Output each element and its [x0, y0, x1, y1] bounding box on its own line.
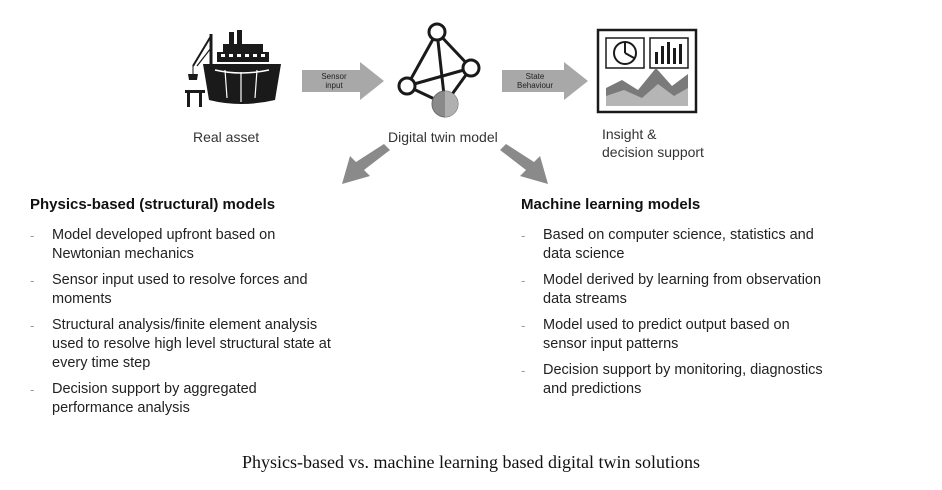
bullet-dash: -: [30, 318, 35, 333]
list-item-line: performance analysis: [52, 400, 190, 416]
digital-twin-label: Digital twin model: [388, 129, 498, 145]
list-item-line: data science: [543, 246, 625, 262]
state-behaviour-label: State Behaviour: [506, 72, 564, 90]
state-behaviour-arrow: [502, 62, 588, 100]
insight-label-line2: decision support: [602, 144, 704, 160]
ml-bullet-list: - Based on computer science, statistics …: [521, 226, 931, 406]
ml-section-title: Machine learning models: [521, 196, 701, 213]
arrow-down-left-icon: [342, 144, 390, 184]
arrow-down-right-icon: [500, 144, 548, 184]
insight-label-line1: Insight &: [602, 126, 657, 142]
sensor-input-label-line1: Sensor: [321, 72, 347, 81]
list-item-line: sensor input patterns: [543, 336, 679, 352]
list-item-line: Structural analysis/finite element analy…: [52, 317, 318, 333]
list-item-line: Model developed upfront based on: [52, 227, 276, 243]
list-item-line: Decision support by monitoring, diagnost…: [543, 362, 823, 378]
list-item-line: used to resolve high level structural st…: [52, 336, 331, 352]
figure-caption: Physics-based vs. machine learning based…: [242, 452, 700, 472]
sensor-input-arrow: [302, 62, 384, 100]
insight-label: Insight & decision support: [602, 125, 704, 161]
dashboard-icon: [596, 28, 698, 114]
bullet-dash: -: [521, 273, 526, 288]
bullet-dash: -: [30, 273, 35, 288]
ship-icon: [185, 30, 281, 107]
real-asset-label: Real asset: [193, 129, 260, 145]
list-item: - Structural analysis/finite element ana…: [30, 316, 450, 373]
sensor-input-label: Sensor input: [312, 72, 356, 90]
list-item: - Decision support by aggregated perform…: [30, 380, 450, 418]
list-item-line: Model used to predict output based on: [543, 317, 790, 333]
list-item: - Based on computer science, statistics …: [521, 226, 931, 264]
list-item: - Model developed upfront based on Newto…: [30, 226, 450, 264]
bullet-dash: -: [521, 228, 526, 243]
bullet-dash: -: [30, 382, 35, 397]
list-item-line: Sensor input used to resolve forces and: [52, 272, 308, 288]
list-item-line: and predictions: [543, 381, 642, 397]
list-item-line: Model derived by learning from observati…: [543, 272, 822, 288]
sensor-input-label-line2: input: [325, 81, 343, 90]
list-item-line: Based on computer science, statistics an…: [543, 227, 814, 243]
physics-section-title: Physics-based (structural) models: [30, 196, 276, 213]
bullet-dash: -: [521, 363, 526, 378]
list-item-line: Decision support by aggregated: [52, 381, 257, 397]
list-item: - Model used to predict output based on …: [521, 316, 931, 354]
physics-bullet-list: - Model developed upfront based on Newto…: [30, 226, 450, 425]
list-item-line: moments: [52, 291, 112, 307]
list-item-line: Newtonian mechanics: [52, 246, 194, 262]
list-item-line: data streams: [543, 291, 627, 307]
list-item: - Model derived by learning from observa…: [521, 271, 931, 309]
network-icon: [397, 22, 481, 118]
list-item: - Sensor input used to resolve forces an…: [30, 271, 450, 309]
state-behaviour-label-line2: Behaviour: [516, 81, 554, 90]
list-item-line: every time step: [52, 355, 151, 371]
bullet-dash: -: [30, 228, 35, 243]
state-behaviour-label-line1: State: [525, 72, 545, 81]
bullet-dash: -: [521, 318, 526, 333]
list-item: - Decision support by monitoring, diagno…: [521, 361, 931, 399]
